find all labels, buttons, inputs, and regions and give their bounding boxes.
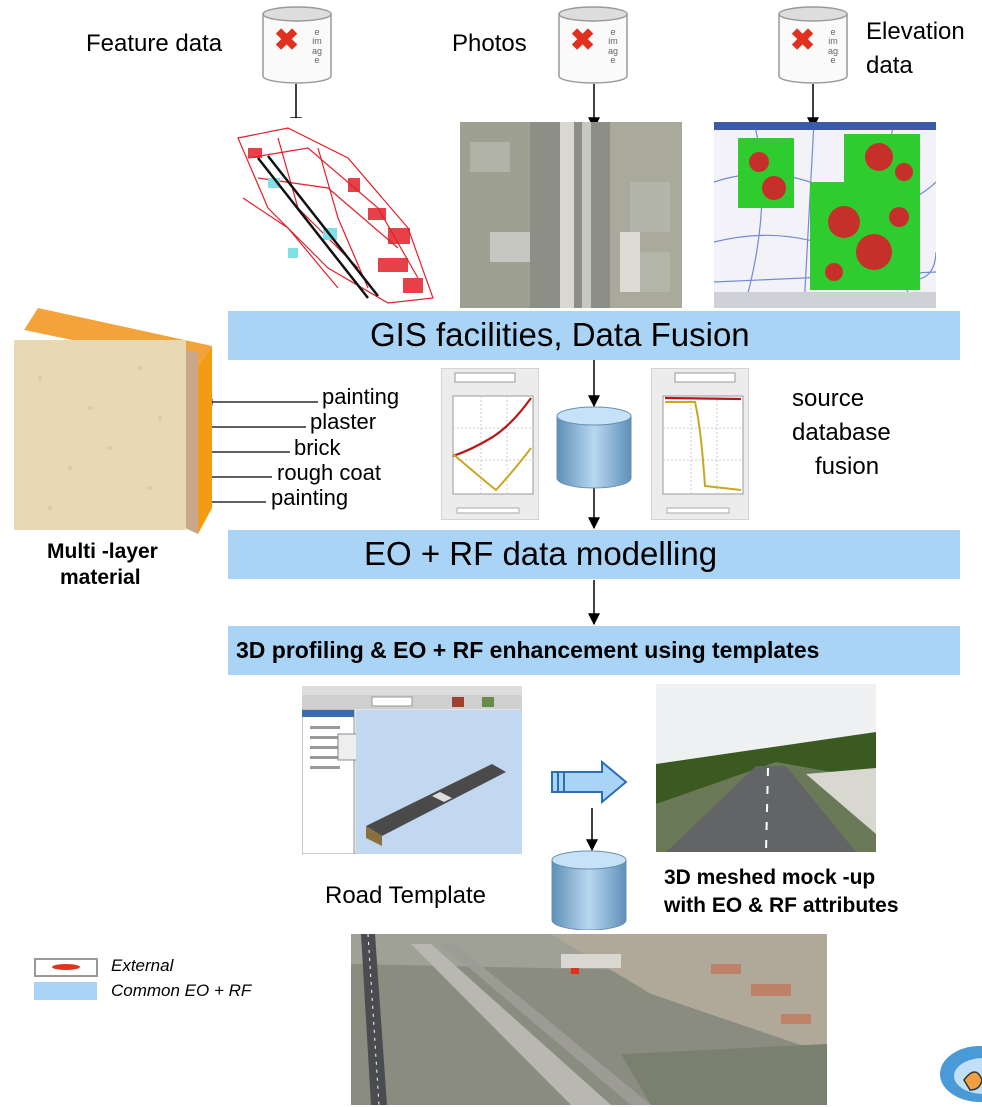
legend: External Common EO + RF <box>33 956 293 1004</box>
photos-label: Photos <box>452 30 527 57</box>
database-cylinder-icon <box>262 6 332 84</box>
placeholder-text: ag <box>311 45 322 56</box>
material-curve-plot-left <box>441 368 539 520</box>
placeholder-text: ag <box>607 45 618 56</box>
gis-facilities-title: GIS facilities, Data Fusion <box>370 316 750 353</box>
material-curve-plot-right <box>651 368 749 520</box>
fusion-label-line3: fusion <box>815 453 880 480</box>
elevation-dem-image <box>714 122 936 308</box>
feature-data-label: Feature data <box>86 30 223 57</box>
legend-common-swatch <box>34 982 97 1000</box>
material-label-line2: material <box>60 566 141 589</box>
mockup-label-line1: 3D meshed mock -up <box>664 866 876 889</box>
placeholder-text: e <box>314 27 320 37</box>
profiling-bar: 3D profiling & EO + RF enhancement using… <box>228 626 960 675</box>
mockup-label-line2: with EO & RF attributes <box>664 894 899 917</box>
placeholder-text: im <box>312 36 322 47</box>
placeholder-text: im <box>828 36 838 47</box>
photos-database-icon: ✖ e im ag e <box>558 6 628 84</box>
placeholder-text: e <box>830 27 836 37</box>
partial-logo-icon <box>940 1046 982 1102</box>
profiling-title: 3D profiling & EO + RF enhancement using… <box>236 637 820 663</box>
road-template-editor-screenshot <box>302 686 522 854</box>
layer-label-painting-outer: painting <box>322 384 400 409</box>
database-cylinder-icon <box>558 6 628 84</box>
feature-data-database-icon: ✖ e im ag e <box>262 6 332 84</box>
elevation-label-line1: Elevation <box>866 18 965 45</box>
placeholder-text: e <box>610 27 616 37</box>
eo-rf-modelling-bar: EO + RF data modelling <box>228 530 960 579</box>
feature-vector-map-image <box>228 118 438 308</box>
layer-label-brick: brick <box>294 435 341 460</box>
road-template-database-icon <box>551 850 627 931</box>
placeholder-text: e <box>830 55 836 66</box>
layer-label-plaster: plaster <box>310 409 377 434</box>
source-database-icon <box>556 406 632 490</box>
eo-rf-modelling-title: EO + RF data modelling <box>364 535 718 572</box>
fusion-label-line2: database <box>792 419 891 446</box>
aerial-photo-image <box>460 122 682 308</box>
airport-3d-aerial-image <box>351 934 827 1105</box>
gis-facilities-bar: GIS facilities, Data Fusion <box>228 311 960 360</box>
layer-label-rough-coat: rough coat <box>277 460 381 485</box>
broken-image-icon: ✖ <box>570 24 596 57</box>
legend-external-swatch <box>34 958 98 977</box>
external-mark-icon <box>52 964 80 970</box>
placeholder-text: e <box>610 55 616 66</box>
placeholder-text: im <box>608 36 618 47</box>
legend-common-label: Common EO + RF <box>111 981 252 1000</box>
elevation-database-icon: ✖ e im ag e <box>778 6 848 84</box>
3d-mockup-road-image <box>656 684 876 852</box>
multi-layer-material-image <box>10 308 216 536</box>
layer-label-painting-inner: painting <box>271 485 349 510</box>
material-label-line1: Multi -layer <box>47 540 158 563</box>
database-cylinder-icon <box>778 6 848 84</box>
placeholder-text: ag <box>827 45 838 56</box>
broken-image-icon: ✖ <box>790 24 816 57</box>
road-template-label: Road Template <box>325 882 486 909</box>
fusion-label-line1: source <box>792 385 865 412</box>
legend-external-label: External <box>111 956 174 975</box>
broken-image-icon: ✖ <box>274 24 300 57</box>
block-arrow-right-icon <box>551 760 628 804</box>
placeholder-text: e <box>314 55 320 66</box>
elevation-label-line2: data <box>866 52 913 79</box>
